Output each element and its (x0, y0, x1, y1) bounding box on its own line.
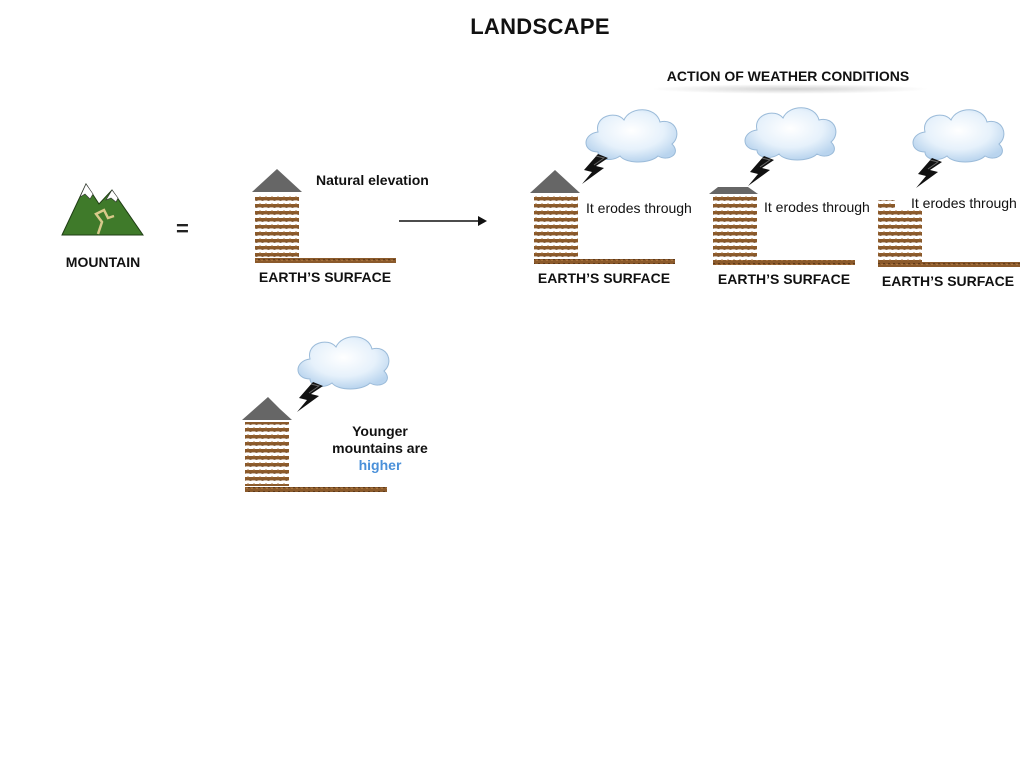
erodes-label: It erodes through (586, 200, 692, 216)
page-title: LANDSCAPE (470, 14, 610, 39)
earth-surface-label: EARTH’S SURFACE (717, 271, 851, 287)
younger-line-1: Younger (352, 423, 408, 439)
elevation-stage-3 (709, 107, 855, 265)
cloud-icon (912, 109, 1005, 163)
earth-surface-label: EARTH’S SURFACE (258, 269, 392, 285)
elevation-stage-2 (530, 109, 678, 264)
lightning-icon (747, 155, 775, 187)
erodes-label: It erodes through (911, 195, 1017, 211)
earth-surface-label: EARTH’S SURFACE (881, 273, 1015, 289)
elevation-stage-4 (878, 109, 1020, 267)
cloud-icon (585, 109, 678, 163)
younger-mountain (242, 336, 390, 492)
younger-mountains-text: Younger mountains are higher (320, 423, 440, 474)
younger-line-3: higher (358, 457, 402, 473)
heading-shadow (650, 84, 930, 94)
lightning-icon (581, 153, 609, 185)
natural-elevation-label: Natural elevation (316, 172, 429, 188)
elevation-stage-1 (252, 169, 396, 263)
mountain-icon (61, 182, 144, 236)
equals-sign: = (176, 216, 189, 241)
cloud-icon (744, 107, 837, 161)
erodes-label: It erodes through (764, 199, 870, 215)
mountain-label: MOUNTAIN (65, 254, 141, 270)
younger-line-2: mountains are (332, 440, 428, 456)
action-heading: ACTION OF WEATHER CONDITIONS (666, 68, 910, 84)
lightning-icon (296, 381, 324, 413)
lightning-icon (915, 157, 943, 189)
cloud-icon (297, 336, 390, 390)
earth-surface-label: EARTH’S SURFACE (537, 270, 671, 286)
arrow-right-icon (399, 216, 487, 226)
